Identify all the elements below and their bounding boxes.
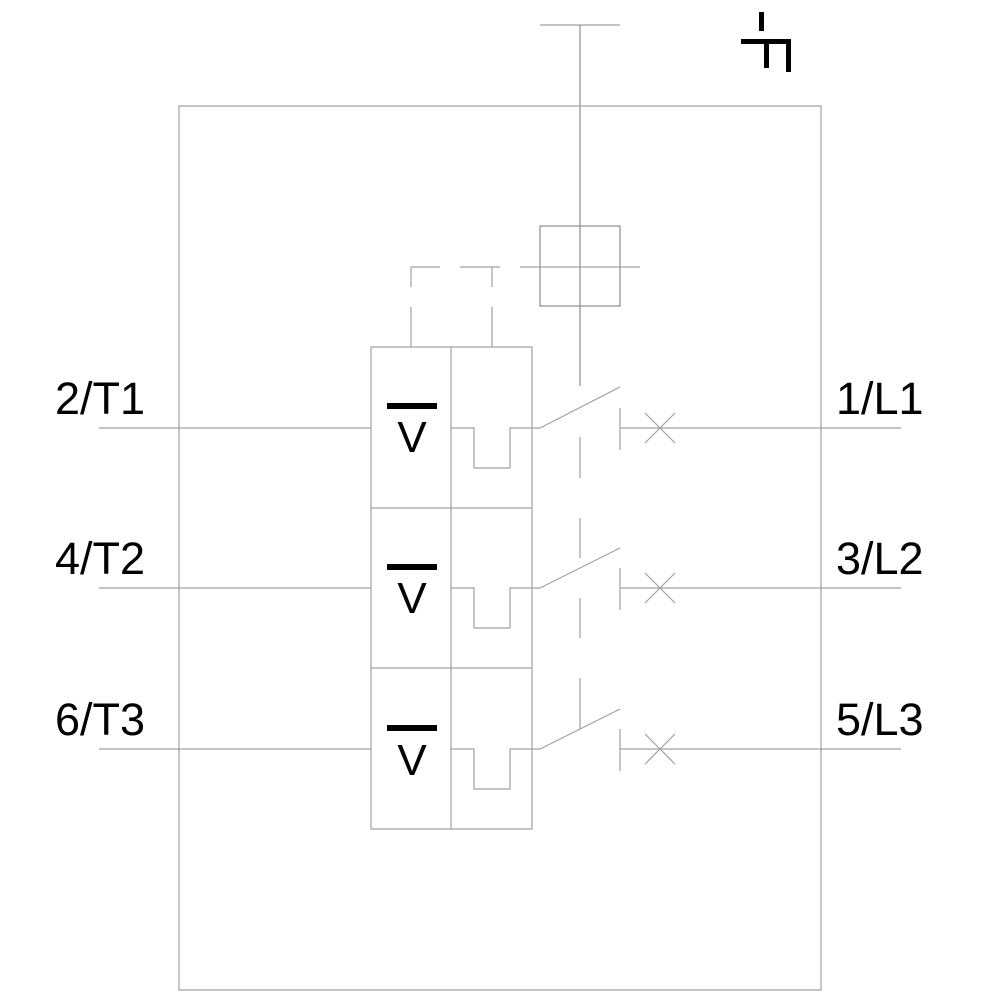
terminal-label-5-l3: 5/L3 xyxy=(836,694,924,745)
overbar-icon xyxy=(387,403,437,409)
switch-blade xyxy=(539,386,621,429)
switch-blade xyxy=(539,547,621,589)
undervoltage-release-glyph: V xyxy=(397,736,427,785)
enclosure-frame xyxy=(178,105,822,991)
pole-1: V xyxy=(99,386,901,469)
undervoltage-release-glyph: V xyxy=(397,574,427,623)
overbar-icon xyxy=(387,564,437,570)
handle-mechanism-box xyxy=(520,225,640,307)
terminal-label-3-l2: 3/L2 xyxy=(836,533,924,584)
terminal-label-2-t1: 2/T1 xyxy=(55,373,145,424)
operating-handle xyxy=(540,24,620,386)
thermal-release-icon xyxy=(451,587,540,629)
overbar-icon xyxy=(387,725,437,731)
undervoltage-release-glyph: V xyxy=(397,413,427,462)
pole-2: V xyxy=(99,547,901,629)
switch-blade xyxy=(539,708,621,750)
terminal-label-4-t2: 4/T2 xyxy=(55,533,145,584)
terminal-label-6-t3: 6/T3 xyxy=(55,694,145,745)
thermal-release-icon xyxy=(451,427,540,469)
pole-3: V xyxy=(99,708,901,790)
thermal-release-icon xyxy=(451,748,540,790)
terminal-label-1-l1: 1/L1 xyxy=(836,373,924,424)
device-type-icon xyxy=(741,12,791,72)
mechanical-link-dashed xyxy=(410,266,500,347)
